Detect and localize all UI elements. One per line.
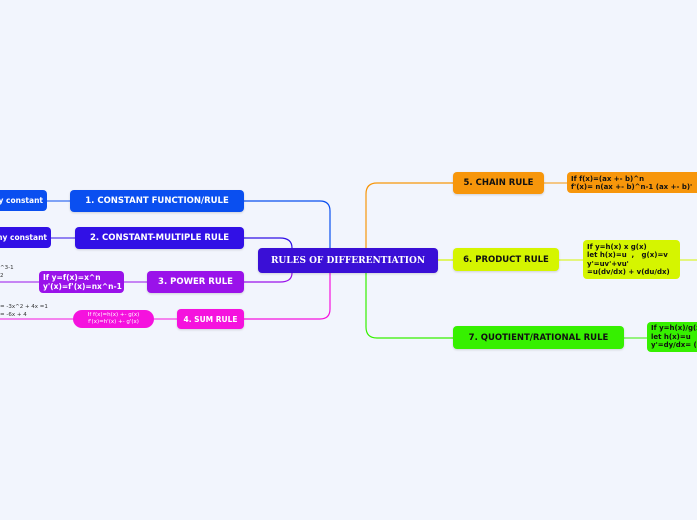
branch-constant-multiple[interactable]: 2. CONSTANT-MULTIPLE RULE	[75, 227, 244, 249]
fragment-line: = -3x^2 + 4x =1	[0, 304, 48, 310]
leaf-sum-rule[interactable]: If f(x)=h(x) +- g(x)f'(x)=h'(x) +- g'(x)	[73, 310, 154, 328]
leaf-line: f'(x)=h'(x) +- g'(x)	[88, 319, 139, 325]
leaf-line: If y=h(x)/g(x)	[651, 324, 697, 333]
leaf-line: y'(x)=f'(x)=nx^n-1	[43, 282, 122, 291]
fragment-line: ^3-1	[0, 265, 14, 271]
leaf-line: f'(x)= n(ax +- b)^n-1 (ax +- b)'	[571, 182, 693, 191]
leaf-line: If y=h(x) x g(x)	[587, 242, 647, 251]
branch-quotient-rule[interactable]: 7. QUOTIENT/RATIONAL RULE	[453, 326, 624, 349]
leaf-line: If f(x)=(ax +- b)^n	[571, 174, 645, 183]
leaf-line: If y=f(x)=x^n	[43, 273, 101, 282]
leaf-line: any constant	[0, 233, 47, 242]
leaf-line: y'=dy/dx= (	[651, 341, 697, 350]
leaf-line: let h(x)=u , g(x)=v	[587, 251, 668, 259]
leaf-constant-multiple[interactable]: any constant	[0, 227, 51, 248]
leaf-quotient-rule[interactable]: If y=h(x)/g(x)let h(x)=uy'=dy/dx= (	[647, 322, 697, 352]
fragment-line: 2	[0, 273, 4, 279]
branch-power-rule[interactable]: 3. POWER RULE	[147, 271, 244, 293]
leaf-line: let h(x)=u	[651, 332, 691, 341]
leaf-constant-function[interactable]: ny constant	[0, 190, 47, 211]
branch-product-rule[interactable]: 6. PRODUCT RULE	[453, 248, 559, 271]
central-topic[interactable]: RULES OF DIFFERENTIATION	[258, 248, 438, 273]
branch-sum-rule[interactable]: 4. SUM RULE	[177, 309, 244, 329]
branch-constant-function[interactable]: 1. CONSTANT FUNCTION/RULE	[70, 190, 244, 212]
leaf-line: y'=uv'+vu'	[587, 259, 629, 268]
sum-example-fragment: = -3x^2 + 4x =1 = -6x + 4	[0, 303, 48, 319]
branch-chain-rule[interactable]: 5. CHAIN RULE	[453, 172, 544, 194]
power-example-fragment: ^3-1 2	[0, 264, 14, 280]
fragment-line: = -6x + 4	[0, 312, 27, 318]
leaf-line: =u(dv/dx) + v(du/dx)	[587, 268, 670, 276]
leaf-line: If f(x)=h(x) +- g(x)	[87, 312, 140, 318]
leaf-line: ny constant	[0, 196, 43, 205]
